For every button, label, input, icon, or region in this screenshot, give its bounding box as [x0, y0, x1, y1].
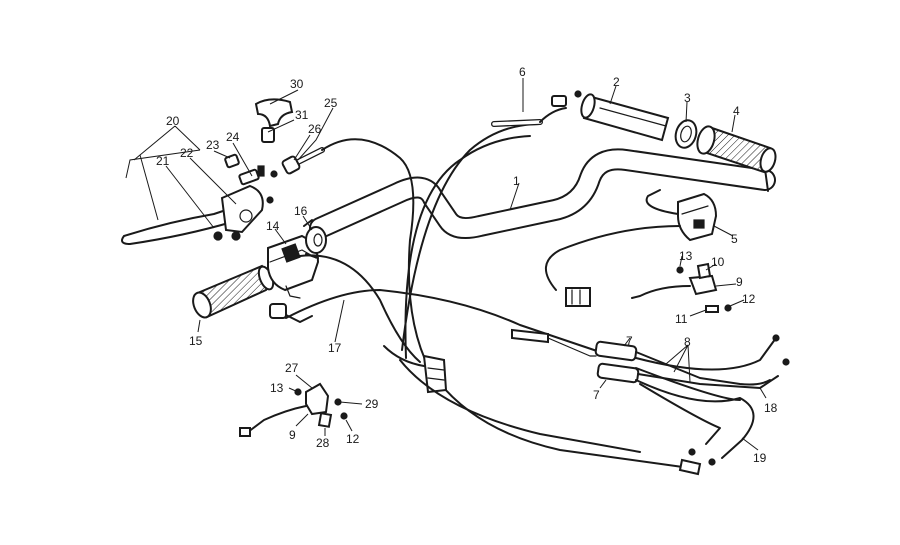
callout-3: 3	[684, 91, 691, 105]
callout-31: 31	[295, 108, 309, 122]
callout-20: 20	[166, 114, 180, 128]
callout-6: 6	[519, 65, 526, 79]
callout-18: 18	[764, 401, 778, 415]
callout-22: 22	[180, 146, 194, 160]
throttle-grip	[580, 93, 670, 142]
callout-26: 26	[308, 122, 322, 136]
callout-30: 30	[290, 77, 304, 91]
callout-5: 5	[731, 232, 738, 246]
callout-27: 27	[285, 361, 299, 375]
callout-14: 14	[266, 219, 280, 233]
lower-left-switch	[239, 382, 348, 437]
clutch-cable	[270, 138, 702, 476]
long-cables	[399, 123, 641, 453]
callout-13-right: 13	[679, 249, 693, 263]
callout-17: 17	[328, 341, 342, 355]
callout-23: 23	[206, 138, 220, 152]
callout-16: 16	[294, 204, 308, 218]
spacer-ring	[674, 119, 698, 149]
callout-9-right: 9	[736, 275, 743, 289]
callout-24: 24	[226, 130, 240, 144]
right-switch	[545, 189, 718, 307]
throttle-cable	[491, 90, 582, 127]
callout-28: 28	[316, 436, 330, 450]
callout-9-left: 9	[289, 428, 296, 442]
left-block-cables	[269, 254, 601, 363]
left-wiring-connector	[383, 345, 448, 394]
callout-25: 25	[324, 96, 338, 110]
callout-11: 11	[675, 312, 688, 326]
callout-2: 2	[613, 75, 620, 89]
callout-19: 19	[753, 451, 767, 465]
callout-8: 8	[684, 335, 691, 349]
cable-splitter	[594, 334, 790, 466]
callout-15: 15	[189, 334, 203, 348]
callout-labels: 1 2 3 4 5 6 7 7 8 9 9 10 11 12 12 13 13 …	[156, 65, 778, 465]
right-grip	[696, 125, 777, 174]
right-small-switch	[631, 262, 732, 313]
callout-1: 1	[513, 174, 520, 188]
callout-21: 21	[156, 154, 170, 168]
callout-12-left: 12	[346, 432, 360, 446]
callout-10: 10	[711, 255, 725, 269]
left-grip	[192, 264, 275, 319]
callout-13-left: 13	[270, 381, 284, 395]
clutch-lever	[121, 184, 264, 246]
lever-small-parts	[224, 98, 294, 204]
callout-4: 4	[733, 104, 740, 118]
leader-lines	[125, 78, 767, 451]
callout-12-right: 12	[742, 292, 756, 306]
callout-7a: 7	[626, 334, 633, 348]
callout-29: 29	[365, 397, 379, 411]
callout-7b: 7	[593, 388, 600, 402]
